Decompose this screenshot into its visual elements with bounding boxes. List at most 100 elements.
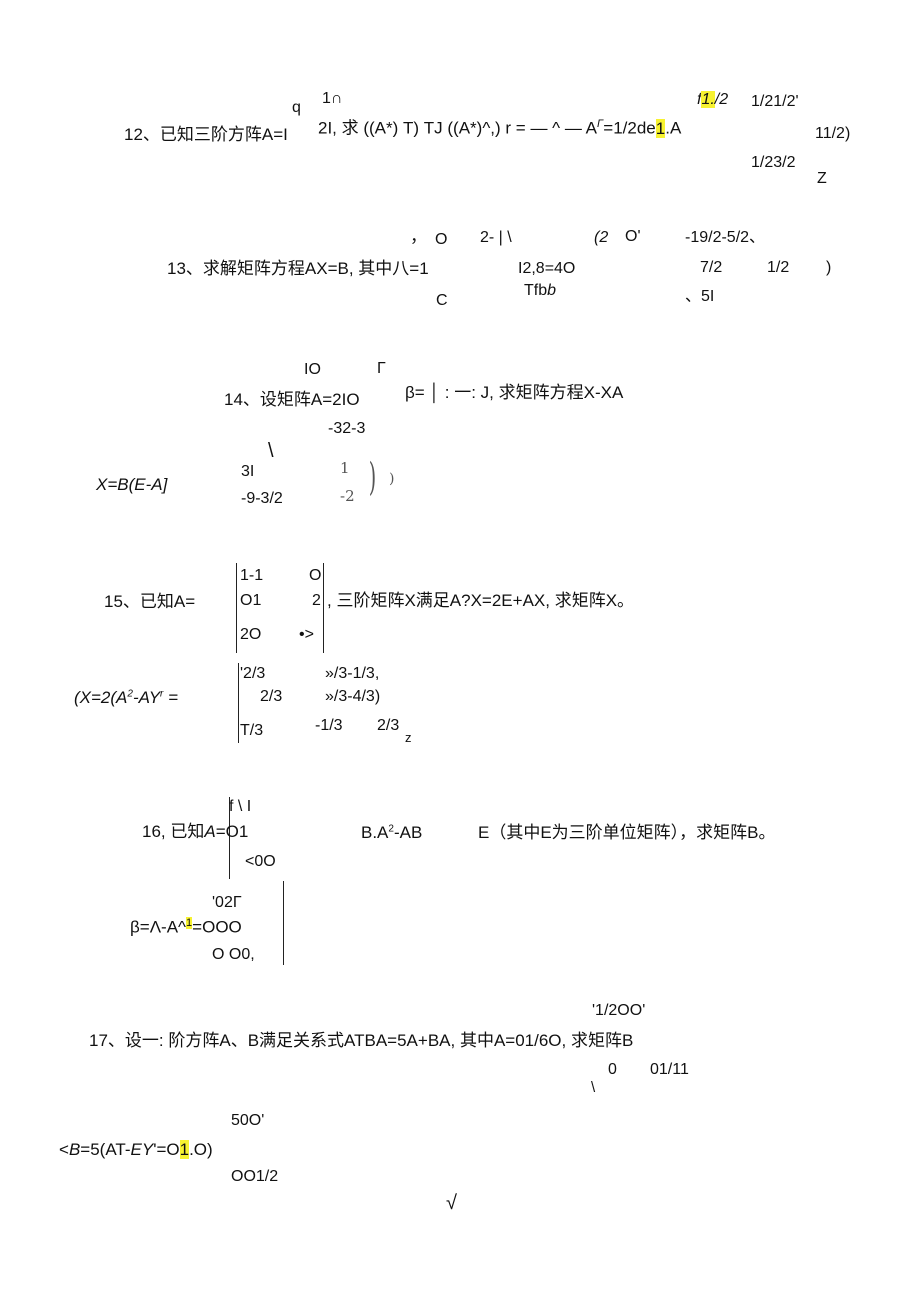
p13-o: O [435, 231, 448, 248]
p13-row1: -19/2-5/2、 [685, 229, 766, 246]
p12-expression: 2I, 求 ((A*) T) TJ ((A*)^,) r = — ^ — AΓ=… [318, 118, 682, 138]
p12-f-post: /2 [714, 91, 729, 108]
p12-gamma: Γ [597, 118, 604, 130]
p17-ans-pre: < [59, 1140, 69, 1159]
p14-ans-row2: -9-3/2 [241, 490, 283, 507]
p15-ans-sup2: 2 [127, 688, 133, 700]
p14-img-2: -2 [340, 487, 355, 505]
p15-a3a: T/3 [240, 722, 264, 739]
p15-a3b: -1/3 [315, 717, 343, 734]
p17-ans-ey: EY [130, 1140, 154, 1159]
p12-f-fraction: f1./2 [697, 91, 729, 108]
p12-row2: 11/2) [815, 125, 851, 142]
p12-q: q [292, 99, 301, 116]
p17-ans-mid: =5(AT- [80, 1140, 131, 1159]
p12-row3: 1/23/2 [751, 154, 796, 171]
p16-label-eq: =O1 [215, 822, 249, 841]
p14-beta: β= │ : 一: J, 求矩阵方程X-XA [405, 383, 624, 402]
p17-ans-end: .O) [189, 1140, 213, 1159]
p15-ans-pre: (X=2(A [74, 688, 128, 707]
p16-e-text: E（其中E为三阶单位矩阵），求矩阵B。 [478, 823, 776, 842]
p15-answer-label: (X=2(A2-AYr = [74, 689, 178, 706]
p15-condition: , 三阶矩阵X满足A?X=2E+AX, 求矩阵X。 [327, 591, 635, 610]
p12-top: 1∩ [322, 90, 343, 107]
p16-bar [229, 797, 230, 879]
p15-m3b: •> [299, 626, 314, 643]
p14-slash: \ [268, 440, 274, 462]
p15-label: 15、已知A= [104, 592, 196, 611]
p16-label-pre: 16, 已知 [142, 822, 205, 841]
p17-row3a: \ [591, 1079, 596, 1096]
p12-f-highlight: 1. [701, 91, 715, 108]
p12-highlight: 1 [655, 118, 666, 138]
p17-answer: <B=5(AT-EY'=O1.O) [59, 1140, 213, 1159]
p14-answer-label: X=B(E-A] [96, 475, 168, 494]
p16-ans-bar [283, 881, 284, 965]
p16-b-b: -AB [393, 823, 423, 842]
p12-f: f [697, 91, 702, 108]
p13-o2: O' [625, 228, 641, 245]
p15-a3c: 2/3 [377, 717, 400, 734]
p12-row1: 1/21/2' [751, 93, 799, 110]
p13-c: C [436, 292, 448, 309]
p15-ans-mid: -AY [132, 688, 161, 707]
p17-label: 17、设一: 阶方阵A、B满足关系式ATBA=5A+BA, 其中A=01/6O,… [89, 1031, 634, 1050]
p13-row2c: ) [826, 259, 832, 276]
p15-m2a: O1 [240, 592, 262, 609]
p12-expr-text: 2I, 求 ((A*) T) TJ ((A*)^,) r = — ^ — A [318, 118, 597, 138]
p13-paren: (2 [594, 229, 609, 246]
p16-answer: β=Λ-A^1=OOO [130, 917, 242, 937]
p14-top2: Γ [377, 360, 386, 377]
p13-tfb: Tfbb [524, 283, 556, 299]
p15-ans-eq: = [163, 688, 179, 707]
p13-two: 2- | \ [480, 229, 512, 246]
p13-comma: ， [410, 227, 427, 246]
p16-label: 16, 已知A=O1 [142, 823, 248, 840]
p12-label: 12、已知三阶方阵A=I [124, 125, 288, 144]
p14-img-paren2: ) [389, 471, 395, 487]
p14-top1: IO [304, 361, 321, 378]
p16-ans-pre: β=Λ-A^ [130, 917, 187, 937]
p15-m2b: 2 [312, 592, 321, 609]
p13-mid: I2,8=4O [518, 260, 576, 277]
p13-label: 13、求解矩阵方程AX=B, 其中八=1 [167, 259, 429, 278]
p15-m1a: 1-1 [240, 567, 264, 584]
p15-m1b: O [309, 567, 322, 584]
p17-ans-eq: '=O [153, 1140, 180, 1159]
p13-tfb-b: b [547, 282, 557, 299]
p16-ans-post: =OOO [192, 917, 242, 937]
p14-img-1: 1 [340, 459, 350, 477]
p15-a3d: z [405, 730, 412, 745]
p17-row3c: 01/11 [650, 1061, 689, 1078]
p15-bar-right [323, 563, 324, 653]
p15-bar-left [236, 563, 237, 653]
p12-z: Z [817, 170, 827, 187]
p16-b-sup: 2 [388, 823, 394, 835]
p15-a2a: 2/3 [260, 688, 283, 705]
p17-ans-row3: OO1/2 [231, 1168, 279, 1185]
p17-ans-top: 50O' [231, 1112, 265, 1129]
p16-b-expression: B.A2-AB [361, 824, 422, 841]
p16-ans-top: '02Γ [212, 894, 242, 911]
p14-row3: -32-3 [328, 420, 366, 437]
p13-row2b: 1/2 [767, 259, 790, 276]
p13-row2a: 7/2 [700, 259, 723, 276]
p15-a1a: '2/3 [240, 665, 266, 682]
p15-a2b: »/3-4/3) [325, 688, 381, 705]
p17-checkmark: √ [446, 1192, 457, 1214]
p15-a1b: »/3-1/3, [325, 665, 380, 682]
p13-tfb-text: Tfb [524, 282, 548, 299]
p13-row3: 、5I [685, 288, 715, 305]
p12-tail-a: =1/2de [603, 118, 656, 138]
p12-tail-b: .A [665, 118, 682, 138]
p15-ans-bar [238, 663, 239, 743]
p14-label: 14、设矩阵A=2IO [224, 390, 360, 409]
p14-ans-row1: 3I [241, 463, 255, 480]
p15-ans-sup-r: r [160, 688, 164, 700]
p17-top: '1/2OO' [592, 1002, 646, 1019]
p16-top: f \ I [229, 798, 252, 815]
p16-ans-highlight: 1 [186, 917, 193, 929]
p16-row3: <0O [245, 853, 276, 870]
p17-ans-b: B [68, 1140, 81, 1159]
p14-img-paren: ) [368, 455, 377, 499]
